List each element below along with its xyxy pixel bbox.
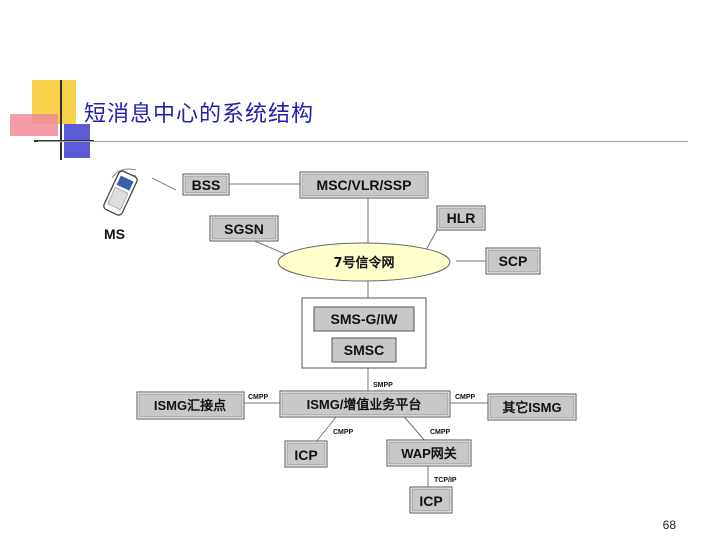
scp-box [487, 249, 539, 273]
sgsn-label: SGSN [224, 221, 264, 237]
line-sgsn-ss7 [251, 239, 291, 257]
ismg-main-box [281, 392, 449, 416]
wap-box [388, 441, 470, 465]
wap-label: WAP网关 [401, 446, 457, 461]
hlr-box [438, 207, 484, 229]
smsc-box [331, 337, 397, 363]
cmpp-right-label: CMPP [455, 394, 476, 401]
smpp-label: SMPP [373, 382, 393, 389]
bss-label: BSS [192, 177, 221, 193]
cmpp-icp-label: CMPP [333, 429, 354, 436]
icp1-box [286, 442, 326, 466]
ismg-agg-box [138, 393, 243, 418]
msc-label: MSC/VLR/SSP [317, 177, 412, 193]
deco-vertical-line [60, 80, 62, 160]
icp2-box [411, 488, 451, 512]
icp2-label: ICP [419, 493, 442, 509]
ss7-network [277, 242, 451, 282]
mobile-phone-icon [103, 168, 177, 216]
bss-box [184, 175, 228, 194]
title-divider [38, 141, 688, 142]
cmpp-wap-label: CMPP [430, 429, 451, 436]
ismg-main-label: ISMG/增值业务平台 [307, 397, 422, 412]
page-title: 短消息中心的系统结构 [84, 102, 315, 127]
line-hlr-ss7 [425, 227, 439, 251]
icp1-label: ICP [294, 447, 317, 463]
msc-box [301, 173, 427, 197]
ismg-agg-label: ISMG汇接点 [154, 398, 226, 413]
cmpp-left-label: CMPP [248, 394, 269, 401]
ss7-label: 7号信令网 [333, 255, 394, 271]
smsg-label: SMS-G/IW [331, 311, 399, 327]
page-number: 68 [662, 518, 676, 532]
smsc-label: SMSC [344, 342, 384, 358]
smsg-box [313, 306, 415, 332]
scp-label: SCP [499, 253, 528, 269]
sgsn-box [211, 217, 277, 240]
ms-label: MS [104, 226, 125, 242]
tcpip-label: TCP/IP [434, 477, 457, 484]
ismg-other-label: 其它ISMG [502, 400, 561, 415]
ismg-other-box [489, 395, 575, 419]
deco-pink-block [10, 114, 58, 136]
hlr-label: HLR [447, 210, 476, 226]
